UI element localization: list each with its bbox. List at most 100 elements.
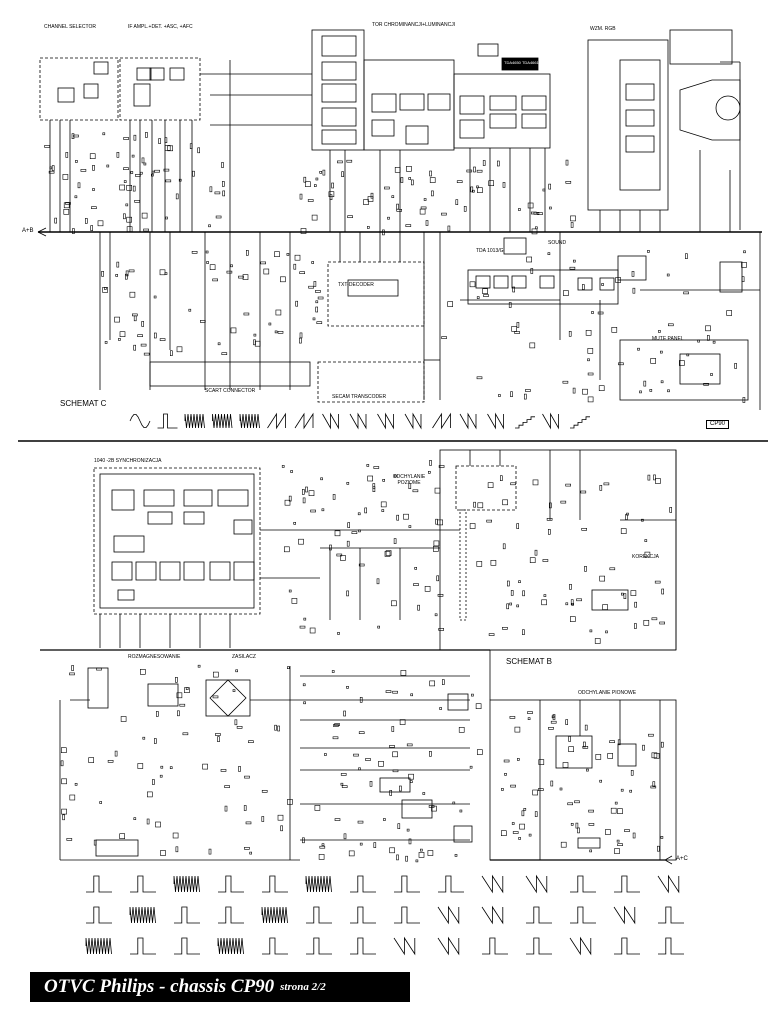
component-mark bbox=[77, 182, 81, 189]
component-mark bbox=[126, 185, 132, 191]
component-mark bbox=[367, 196, 374, 202]
component-mark bbox=[358, 731, 365, 735]
component-mark bbox=[391, 726, 395, 732]
component-mark bbox=[80, 169, 87, 172]
component-mark bbox=[63, 209, 70, 215]
component-mark bbox=[565, 181, 572, 184]
component-mark bbox=[518, 580, 521, 584]
component-mark bbox=[532, 789, 539, 796]
scart-connector-box bbox=[149, 361, 311, 387]
component-mark bbox=[170, 350, 173, 357]
component-mark bbox=[92, 165, 95, 171]
component-mark bbox=[655, 478, 661, 484]
component-mark bbox=[548, 502, 552, 509]
component-mark bbox=[104, 287, 107, 290]
rgb-amp-box bbox=[587, 39, 669, 211]
page-title: OTVC Philips - chassis CP90 bbox=[44, 976, 275, 997]
component-mark bbox=[302, 497, 306, 504]
component-mark bbox=[584, 565, 587, 572]
component-mark bbox=[156, 711, 159, 717]
component-mark bbox=[597, 311, 604, 315]
component-mark bbox=[263, 268, 270, 275]
component-mark bbox=[469, 765, 473, 769]
component-mark bbox=[602, 604, 608, 610]
component-mark bbox=[357, 512, 361, 516]
component-mark bbox=[119, 184, 125, 191]
waveform-b-2-8 bbox=[394, 906, 420, 924]
component-mark bbox=[314, 805, 321, 811]
component-mark bbox=[530, 268, 534, 274]
component-mark bbox=[331, 182, 334, 189]
component-mark bbox=[274, 330, 278, 334]
component-mark bbox=[483, 294, 489, 297]
component-mark bbox=[630, 590, 637, 596]
component-mark bbox=[428, 805, 435, 808]
component-mark bbox=[384, 186, 390, 190]
component-mark bbox=[396, 854, 399, 861]
component-mark bbox=[392, 690, 398, 694]
component-mark bbox=[598, 385, 605, 392]
component-mark bbox=[226, 270, 233, 274]
waveform-c-2 bbox=[157, 413, 178, 429]
component-mark bbox=[469, 281, 476, 288]
component-mark bbox=[123, 180, 127, 183]
tda-chip-label: TDA4650 TDA4661 bbox=[504, 60, 539, 65]
component-mark bbox=[438, 465, 445, 468]
component-mark bbox=[496, 160, 500, 167]
component-mark bbox=[563, 290, 569, 296]
component-mark bbox=[726, 310, 733, 316]
component-mark bbox=[510, 590, 514, 596]
component-mark bbox=[396, 203, 399, 210]
component-mark bbox=[437, 593, 444, 597]
tda-chip-box bbox=[453, 73, 551, 149]
component-mark bbox=[114, 316, 120, 323]
component-mark bbox=[587, 358, 590, 362]
component-mark bbox=[154, 169, 160, 173]
component-mark bbox=[634, 601, 638, 608]
component-mark bbox=[208, 224, 211, 228]
component-mark bbox=[208, 848, 212, 855]
component-mark bbox=[61, 808, 67, 815]
component-mark bbox=[313, 281, 317, 287]
component-mark bbox=[308, 490, 315, 497]
waveform-b-3-14 bbox=[658, 937, 684, 955]
component-mark bbox=[522, 629, 525, 636]
component-mark bbox=[261, 816, 265, 822]
component-mark bbox=[118, 338, 121, 341]
component-mark bbox=[438, 628, 445, 631]
component-mark bbox=[506, 603, 510, 610]
component-mark bbox=[609, 567, 616, 571]
component-mark bbox=[321, 508, 325, 512]
component-mark bbox=[456, 180, 463, 183]
component-mark bbox=[316, 321, 323, 325]
component-mark bbox=[529, 557, 536, 564]
component-mark bbox=[476, 561, 483, 567]
hdefl-box bbox=[439, 449, 677, 651]
component-mark bbox=[137, 763, 144, 769]
component-mark bbox=[135, 174, 141, 177]
schemat-c-title: SCHEMAT C bbox=[60, 399, 107, 408]
component-mark bbox=[562, 380, 569, 384]
component-mark bbox=[391, 600, 397, 607]
waveform-b-1-13 bbox=[614, 875, 640, 893]
component-mark bbox=[476, 376, 483, 380]
component-mark bbox=[599, 575, 606, 582]
component-mark bbox=[658, 330, 661, 333]
tor-chrominancji-label: TOR CHROMINANCJI+LUMINANCJI bbox=[372, 22, 456, 28]
component-mark bbox=[206, 261, 209, 264]
txt-decoder-box bbox=[327, 261, 425, 327]
component-mark bbox=[311, 261, 315, 264]
component-mark bbox=[294, 254, 301, 261]
component-mark bbox=[293, 521, 297, 525]
component-mark bbox=[435, 518, 438, 525]
component-mark bbox=[236, 725, 243, 729]
waveform-b-3-12 bbox=[569, 936, 592, 956]
component-mark bbox=[302, 837, 305, 844]
component-mark bbox=[431, 190, 434, 197]
component-mark bbox=[527, 202, 534, 209]
component-mark bbox=[212, 278, 218, 282]
component-mark bbox=[288, 589, 292, 593]
component-mark bbox=[75, 160, 78, 163]
component-mark bbox=[141, 157, 145, 164]
waveform-b-1-9 bbox=[438, 875, 464, 893]
